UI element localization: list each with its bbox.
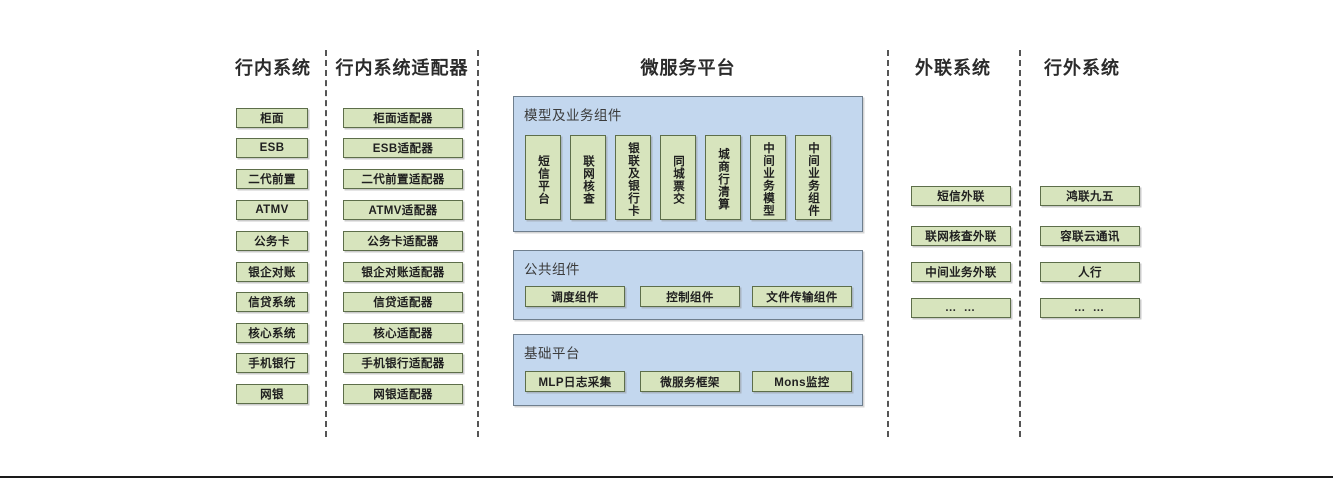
panel-title-base-platform: 基础平台 — [524, 346, 580, 361]
column-header-inbank: 行内系统 — [235, 58, 311, 78]
node-inbank-system[interactable]: ATMV — [236, 200, 308, 220]
column-separator-3 — [887, 50, 889, 437]
column-separator-1 — [325, 50, 327, 437]
node-inbank-adapter[interactable]: ATMV适配器 — [343, 200, 463, 220]
node-inbank-adapter[interactable]: 公务卡适配器 — [343, 231, 463, 251]
column-separator-2 — [477, 50, 479, 437]
node-inbank-adapter[interactable]: 网银适配器 — [343, 384, 463, 404]
node-inbank-system[interactable]: ESB — [236, 138, 308, 158]
node-inbank-system[interactable]: 公务卡 — [236, 231, 308, 251]
node-external-link-system[interactable]: 短信外联 — [911, 186, 1011, 206]
column-header-microservice: 微服务平台 — [640, 58, 736, 78]
bottom-divider — [0, 476, 1333, 478]
node-inbank-system[interactable]: 二代前置 — [236, 169, 308, 189]
node-base-platform-component[interactable]: 微服务框架 — [640, 371, 740, 392]
node-public-component[interactable]: 控制组件 — [640, 286, 740, 307]
node-inbank-adapter[interactable]: 核心适配器 — [343, 323, 463, 343]
node-external-link-system-more[interactable]: … … — [911, 298, 1011, 318]
panel-base-platform — [513, 334, 863, 406]
panel-title-model-business-components: 模型及业务组件 — [524, 108, 622, 123]
node-base-platform-component[interactable]: Mons监控 — [752, 371, 852, 392]
column-header-external-link: 外联系统 — [915, 58, 991, 78]
node-outbank-system-more[interactable]: … … — [1040, 298, 1140, 318]
node-external-link-system[interactable]: 中间业务外联 — [911, 262, 1011, 282]
node-external-link-system[interactable]: 联网核查外联 — [911, 226, 1011, 246]
node-public-component[interactable]: 调度组件 — [525, 286, 625, 307]
node-inbank-adapter[interactable]: 信贷适配器 — [343, 292, 463, 312]
node-inbank-system[interactable]: 信贷系统 — [236, 292, 308, 312]
column-header-inbank-adapter: 行内系统适配器 — [335, 58, 469, 78]
node-inbank-adapter[interactable]: 二代前置适配器 — [343, 169, 463, 189]
node-inbank-adapter[interactable]: 银企对账适配器 — [343, 262, 463, 282]
node-model-component[interactable]: 中间业务组件 — [795, 135, 831, 220]
node-public-component[interactable]: 文件传输组件 — [752, 286, 852, 307]
node-model-component[interactable]: 短信平台 — [525, 135, 561, 220]
node-inbank-adapter[interactable]: 柜面适配器 — [343, 108, 463, 128]
node-inbank-system[interactable]: 手机银行 — [236, 353, 308, 373]
node-base-platform-component[interactable]: MLP日志采集 — [525, 371, 625, 392]
panel-public-components — [513, 250, 863, 320]
column-separator-4 — [1019, 50, 1021, 437]
node-inbank-system[interactable]: 柜面 — [236, 108, 308, 128]
node-inbank-system[interactable]: 核心系统 — [236, 323, 308, 343]
node-model-component[interactable]: 同城票交 — [660, 135, 696, 220]
node-model-component[interactable]: 中间业务模型 — [750, 135, 786, 220]
node-model-component[interactable]: 银联及银行卡 — [615, 135, 651, 220]
node-inbank-system[interactable]: 网银 — [236, 384, 308, 404]
node-outbank-system[interactable]: 人行 — [1040, 262, 1140, 282]
node-inbank-adapter[interactable]: ESB适配器 — [343, 138, 463, 158]
node-inbank-adapter[interactable]: 手机银行适配器 — [343, 353, 463, 373]
node-model-component[interactable]: 联网核查 — [570, 135, 606, 220]
node-inbank-system[interactable]: 银企对账 — [236, 262, 308, 282]
panel-title-public-components: 公共组件 — [524, 262, 580, 277]
column-header-outbank: 行外系统 — [1044, 58, 1120, 78]
node-model-component[interactable]: 城商行清算 — [705, 135, 741, 220]
node-outbank-system[interactable]: 容联云通讯 — [1040, 226, 1140, 246]
node-outbank-system[interactable]: 鸿联九五 — [1040, 186, 1140, 206]
